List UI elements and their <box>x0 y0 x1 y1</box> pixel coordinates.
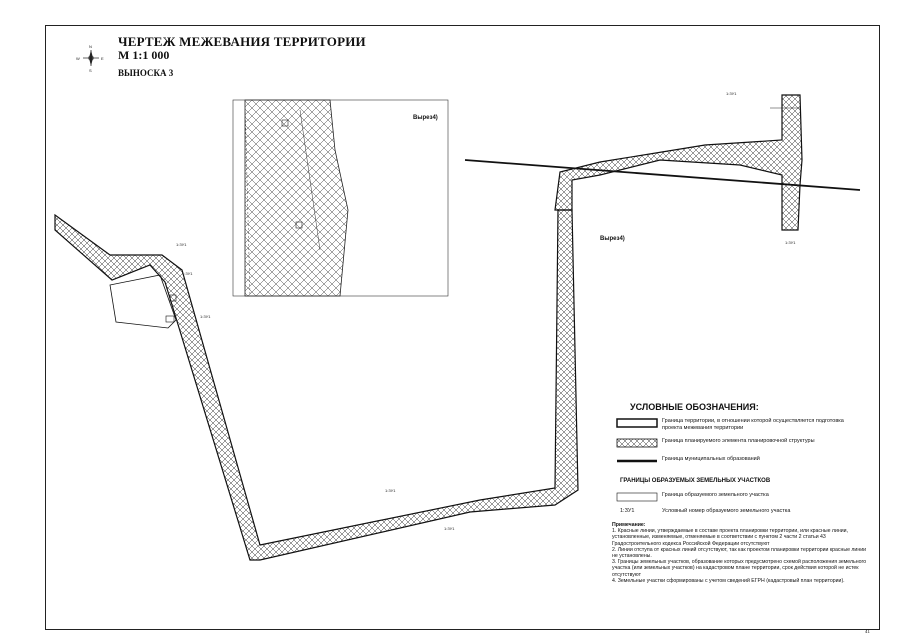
drawing-frame <box>45 25 880 630</box>
compass-icon: N S E W <box>76 44 104 73</box>
legend: УСЛОВНЫЕ ОБОЗНАЧЕНИЯ: Граница территории… <box>612 400 862 530</box>
map-label: 1:ЗУ1 <box>444 526 455 531</box>
map-label: 1:ЗУ1 <box>785 240 796 245</box>
legend-sample-number: 1:ЗУ1 <box>620 508 635 514</box>
legend-subtitle: ГРАНИЦЫ ОБРАЗУЕМЫХ ЗЕМЕЛЬНЫХ УЧАСТКОВ <box>620 478 771 484</box>
callout-label: ВЫНОСКА 3 <box>118 68 174 78</box>
map-label: 1:ЗУ1 <box>200 314 211 319</box>
notes: Примечание: 1. Красные линии, утверждаем… <box>612 522 867 584</box>
excerpt-label-a: Вырез4) <box>413 115 438 121</box>
map-label: 1:ЗУ1 <box>385 488 396 493</box>
compass-e: E <box>101 56 104 61</box>
map-label: 1:ЗУ1 <box>176 242 187 247</box>
excerpt-label-b: Вырез4) <box>600 236 625 242</box>
page-number: 41 <box>865 630 870 635</box>
legend-title: УСЛОВНЫЕ ОБОЗНАЧЕНИЯ: <box>630 402 759 412</box>
parcel-strip-main <box>54 209 579 561</box>
map-label: 1:ЗУ1 <box>182 271 193 276</box>
compass-n: N <box>89 44 92 49</box>
drawing-scale: М 1:1 000 <box>118 48 170 62</box>
note-line: 3. Границы земельных участков, образован… <box>612 559 867 578</box>
compass-w: W <box>76 56 80 61</box>
note-line: 4. Земельные участки сформированы с учет… <box>612 577 845 584</box>
parcel-strip-upper <box>464 94 861 231</box>
note-line: 1. Красные линии, утверждаемые в составе… <box>612 528 848 547</box>
map-label: 1:ЗУ1 <box>726 91 737 96</box>
note-line: 2. Линии отступа от красных линий отсутс… <box>612 546 866 560</box>
inset-excerpt: Вырез4) <box>232 99 449 297</box>
compass-s: S <box>89 68 92 73</box>
drawing-title: ЧЕРТЕЖ МЕЖЕВАНИЯ ТЕРРИТОРИИ <box>118 34 366 49</box>
notes-heading: Примечание: <box>612 522 646 528</box>
map-annotations: 1:ЗУ1 1:ЗУ1 1:ЗУ1 1:ЗУ1 1:ЗУ1 Вырез4) 1:… <box>176 91 796 531</box>
